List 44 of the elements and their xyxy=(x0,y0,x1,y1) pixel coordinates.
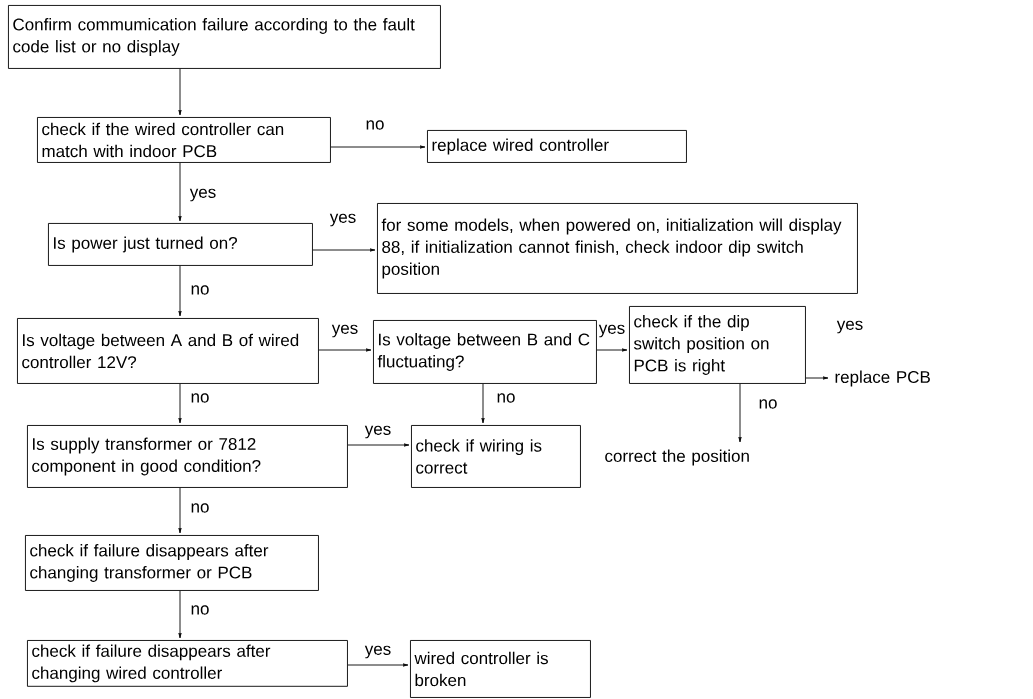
process-box: replace wired controller xyxy=(427,130,687,163)
edge-label: yes xyxy=(188,187,218,203)
result-text: correct the position xyxy=(605,449,749,466)
process-box: Is voltage between A and B of wired controller 12V? xyxy=(17,318,319,384)
arrow xyxy=(178,265,182,317)
process-box: Confirm commumication failure according to the fault code list or no display xyxy=(8,5,441,69)
process-box: check if the dip switch position on PCB is right xyxy=(629,306,806,384)
edge-label: no xyxy=(189,392,211,404)
edge-label: yes xyxy=(363,644,393,660)
arrow xyxy=(347,663,409,667)
arrow xyxy=(347,443,410,447)
arrow xyxy=(178,590,182,639)
process-box: check if wiring is correct xyxy=(411,425,581,488)
process-box: Is power just turned on? xyxy=(48,223,313,266)
arrow xyxy=(596,348,628,352)
edge-label: yes xyxy=(835,319,865,335)
arrow xyxy=(805,376,829,380)
edge-label: no xyxy=(189,604,211,616)
process-box: Is supply transformer or 7812 component in good condition? xyxy=(27,425,348,488)
edge-label: no xyxy=(757,398,779,410)
process-box: for some models, when powered on, initialization will display 88, if initialization cannot finish, check indoor dip switch position xyxy=(377,203,858,294)
arrow xyxy=(178,487,182,534)
edge-label: yes xyxy=(328,212,358,228)
edge-label: yes xyxy=(363,424,393,440)
arrow xyxy=(178,68,182,116)
arrow xyxy=(481,383,485,424)
arrow xyxy=(738,383,742,443)
arrow xyxy=(178,383,182,424)
edge-label: no xyxy=(495,392,517,404)
edge-label: no xyxy=(364,119,386,131)
arrow xyxy=(318,348,372,352)
process-box: check if the wired controller can match with indoor PCB xyxy=(37,117,331,163)
process-box: check if failure disappears after changing wired controller xyxy=(27,640,348,687)
edge-label: yes xyxy=(597,323,627,339)
edge-label: yes xyxy=(330,323,360,339)
arrow xyxy=(312,248,376,252)
arrow xyxy=(330,145,426,149)
arrow xyxy=(178,162,182,222)
edge-label: no xyxy=(189,502,211,514)
edge-label: no xyxy=(189,284,211,296)
result-text: replace PCB xyxy=(835,370,930,387)
process-box: wired controller is broken xyxy=(410,640,591,698)
process-box: Is voltage between B and C fluctuating? xyxy=(373,320,597,384)
process-box: check if failure disappears after changing transformer or PCB xyxy=(25,535,319,591)
